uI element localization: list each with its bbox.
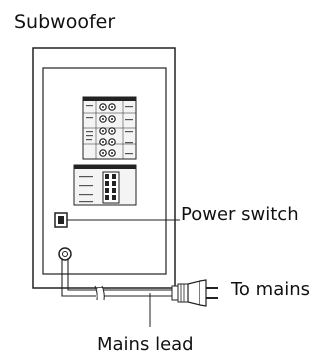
speaker-terminal-block xyxy=(73,164,137,206)
mains-lead-label: Mains lead xyxy=(97,334,194,355)
power-switch xyxy=(54,212,68,228)
audio-input-terminal-block xyxy=(82,96,137,160)
mains-inlet xyxy=(58,247,72,261)
diagram-title: Subwoofer xyxy=(14,11,116,33)
plug-icon xyxy=(171,279,218,307)
cable-break-marks xyxy=(94,285,105,301)
mains-cable xyxy=(61,258,172,297)
power-switch-label: Power switch xyxy=(181,204,299,225)
to-mains-label: To mains xyxy=(231,279,311,300)
